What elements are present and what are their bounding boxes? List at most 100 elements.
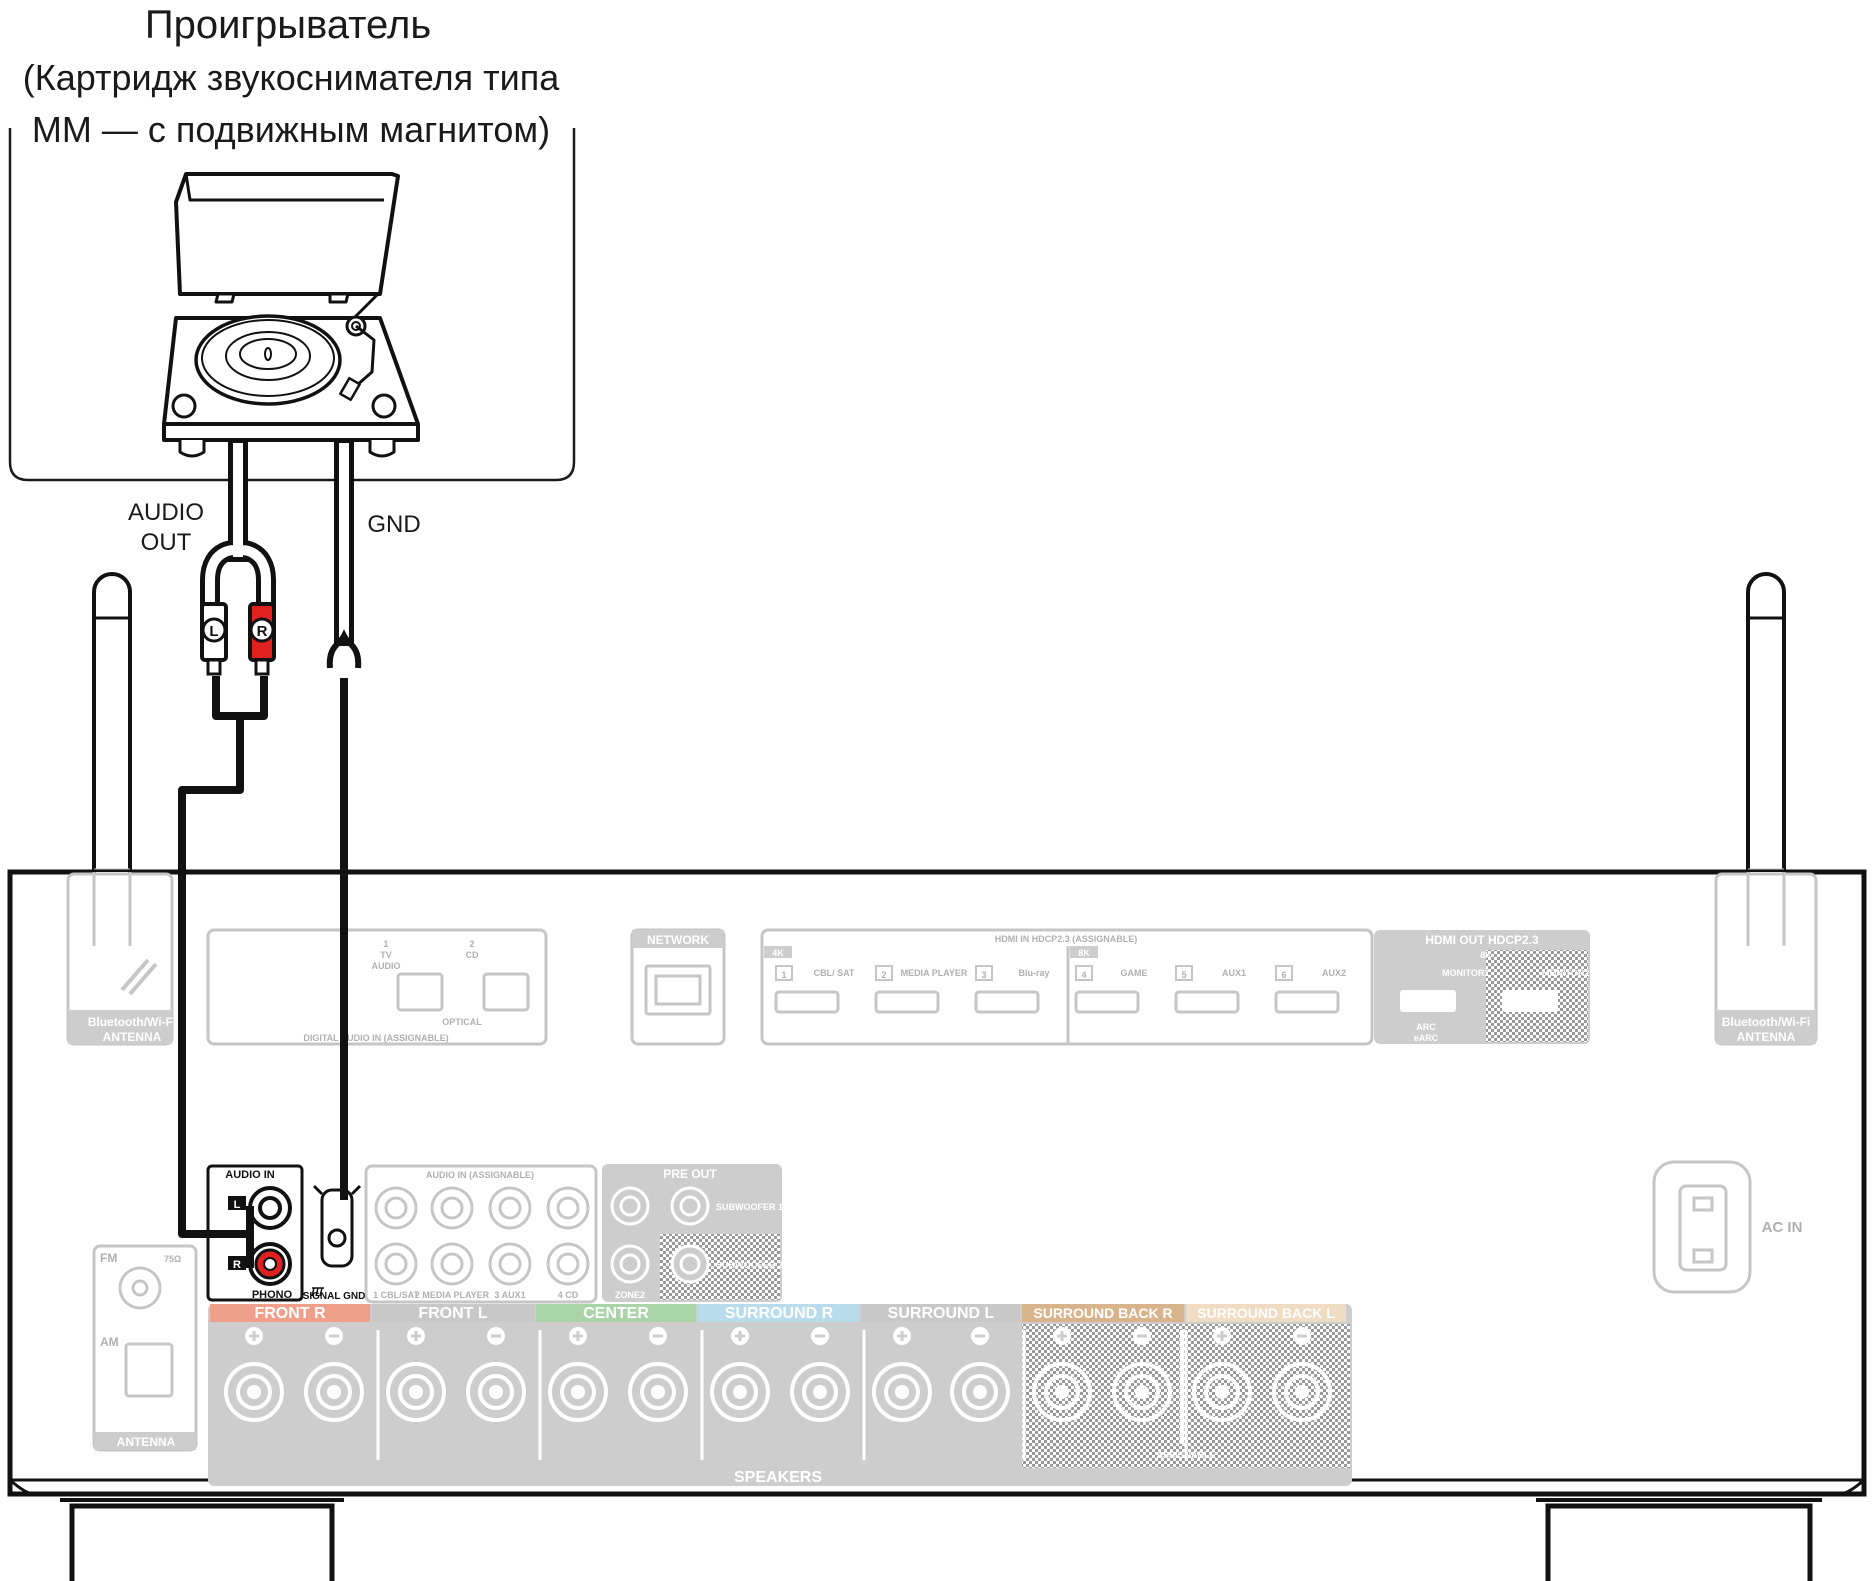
speaker-terminal[interactable] — [1032, 1362, 1092, 1422]
rca-jack[interactable] — [374, 1186, 418, 1230]
rca-jack-center — [384, 1252, 408, 1276]
hdmi-in-port[interactable] — [774, 990, 840, 1014]
speaker-terminal[interactable] — [790, 1362, 850, 1422]
phono-l-label: L — [234, 1199, 241, 1211]
hdmi-in-label: MEDIA PLAYER — [901, 968, 968, 978]
cd-label: CD — [466, 950, 479, 960]
speaker-terminal-inner — [560, 1374, 596, 1410]
speaker-terminal[interactable] — [466, 1362, 526, 1422]
speaker-header-bg — [862, 1304, 1020, 1322]
bt-left-label-2: ANTENNA — [103, 1030, 162, 1044]
gnd-label: GND — [367, 511, 420, 538]
rca-jack[interactable] — [488, 1186, 532, 1230]
speaker-terminal-inner — [478, 1374, 514, 1410]
subwoofer2-label: SUBWOOFER 2 — [716, 1260, 783, 1270]
subwoofer1-label: SUBWOOFER 1 — [716, 1202, 783, 1212]
speaker-header-bg — [698, 1304, 860, 1322]
zone2-label: ZONE2 — [615, 1290, 645, 1300]
speaker-terminal-center — [733, 1385, 747, 1399]
speaker-terminal[interactable] — [548, 1362, 608, 1422]
signal-gnd-terminal: SIGNAL GND — [303, 1184, 366, 1302]
digital-audio-in: 1 TV AUDIO 2 CD OPTICAL DIGITAL AUDIO IN… — [206, 928, 548, 1046]
rca-jack[interactable] — [430, 1186, 474, 1230]
rca-jack[interactable] — [430, 1242, 474, 1286]
foot-right — [1536, 1498, 1822, 1581]
hdmi-in-port[interactable] — [874, 990, 940, 1014]
speaker-header-label: SURROUND BACK L — [1197, 1305, 1335, 1321]
phono-input: AUDIO IN L R PHONO — [206, 1164, 304, 1302]
rca-jack[interactable] — [488, 1242, 532, 1286]
speaker-terminal-center — [973, 1385, 987, 1399]
badge-4k: 4K — [772, 948, 784, 958]
hdmi-in-label: GAME — [1121, 968, 1148, 978]
speaker-terminal-center — [651, 1385, 665, 1399]
arc-label-2: eARC — [1414, 1033, 1439, 1043]
analog-audio-in: AUDIO IN (ASSIGNABLE) 1 CBL/SAT 2 MEDIA … — [364, 1164, 598, 1304]
hdmi-in-number-box — [1275, 965, 1293, 981]
hdmi-in-label: CBL/ SAT — [814, 968, 855, 978]
speaker-terminal-inner — [1044, 1374, 1080, 1410]
hdmi-in-port[interactable] — [1274, 990, 1340, 1014]
hdmi-in-number-box — [775, 965, 793, 981]
speaker-terminal[interactable] — [628, 1362, 688, 1422]
hdmi-in-number-box — [975, 965, 993, 981]
phono-label: PHONO — [252, 1289, 293, 1301]
speaker-terminal-center — [409, 1385, 423, 1399]
speaker-terminal-inner — [398, 1374, 434, 1410]
speaker-terminal[interactable] — [224, 1362, 284, 1422]
hdmi-in-port[interactable] — [1174, 990, 1240, 1014]
hdmi-in-label: Blu-ray — [1018, 968, 1049, 978]
bt-right-label-2: ANTENNA — [1737, 1030, 1796, 1044]
speaker-terminal-inner — [884, 1374, 920, 1410]
network-label: NETWORK — [647, 933, 709, 947]
plug-r-label: R — [257, 623, 268, 640]
fm-ohm-label: 75Ω — [164, 1254, 181, 1264]
signal-gnd-label: SIGNAL GND — [303, 1291, 366, 1302]
turntable-icon — [162, 172, 420, 458]
cd-num: 2 — [469, 939, 474, 949]
rca-jack-center — [556, 1252, 580, 1276]
bt-antenna-left-terminal: Bluetooth/Wi-Fi ANTENNA — [66, 872, 177, 1046]
speaker-terminal[interactable] — [386, 1362, 446, 1422]
monitor1-label: MONITOR1 — [1442, 968, 1489, 978]
rca-jack[interactable] — [374, 1242, 418, 1286]
speaker-terminal[interactable] — [872, 1362, 932, 1422]
speaker-terminal[interactable] — [710, 1362, 770, 1422]
rca-jack-center — [440, 1252, 464, 1276]
speaker-terminal-center — [1055, 1385, 1069, 1399]
audio-in-assignable: AUDIO IN (ASSIGNABLE) — [426, 1170, 534, 1180]
audio-out-label-2: OUT — [141, 529, 192, 556]
rca-jack[interactable] — [546, 1186, 590, 1230]
speaker-terminal-inner — [802, 1374, 838, 1410]
speaker-terminal-center — [895, 1385, 909, 1399]
speaker-terminal[interactable] — [1192, 1362, 1252, 1422]
title-line-2: (Картридж звукоснимателя типа — [23, 57, 560, 98]
hdmi-in-port[interactable] — [1074, 990, 1140, 1014]
analog-input-4: 4 CD — [558, 1290, 579, 1300]
speaker-terminal-inner — [1284, 1374, 1320, 1410]
tv-audio-num: 1 — [383, 939, 388, 949]
rca-jack-center — [384, 1196, 408, 1220]
hdmi-in-number: 2 — [881, 970, 886, 980]
speaker-terminal[interactable] — [1112, 1362, 1172, 1422]
speaker-terminal-center — [1295, 1385, 1309, 1399]
pre-out-panel: PRE OUT SUBWOOFER 1 SUBWOOFER 2 ZONE2 — [602, 1164, 783, 1302]
rca-jack[interactable] — [546, 1242, 590, 1286]
hdmi-in-number-box — [875, 965, 893, 981]
speaker-terminal[interactable] — [1272, 1362, 1332, 1422]
pre-out-label: PRE OUT — [663, 1167, 717, 1181]
hdmi-out-title: HDMI OUT HDCP2.3 — [1425, 933, 1539, 947]
speaker-header-label: CENTER — [583, 1305, 649, 1322]
speaker-terminal[interactable] — [304, 1362, 364, 1422]
am-label: AM — [100, 1335, 119, 1349]
hdmi-in-port[interactable] — [974, 990, 1040, 1014]
speaker-terminal[interactable] — [950, 1362, 1010, 1422]
fm-am-antenna-terminal: FM 75Ω AM ANTENNA — [92, 1244, 198, 1452]
hdmi-in-label: AUX2 — [1322, 968, 1346, 978]
rca-plug-left: L — [200, 602, 228, 676]
bt-left-label-1: Bluetooth/Wi-Fi — [88, 1015, 177, 1029]
analog-input-3: 3 AUX1 — [494, 1290, 525, 1300]
hdmi-in-number: 4 — [1081, 970, 1086, 980]
speaker-terminal-center — [489, 1385, 503, 1399]
